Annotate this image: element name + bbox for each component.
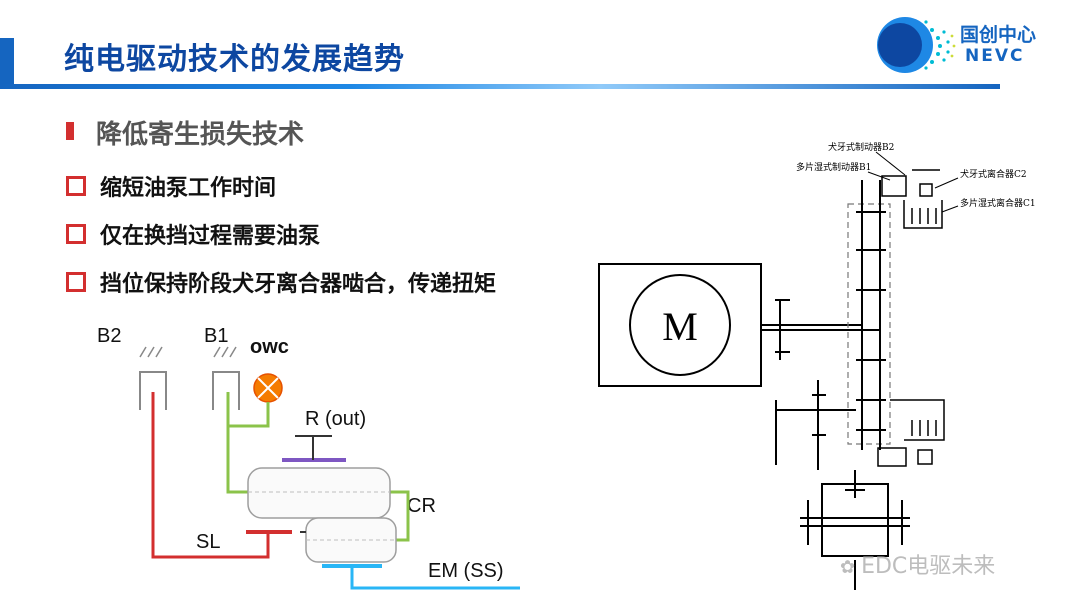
- logo-text-en: NEVC: [965, 46, 1025, 66]
- motor-icon: [629, 274, 731, 376]
- label-r-out: R (out): [305, 408, 366, 430]
- bullet-item: 挡位保持阶段犬牙离合器啮合，传递扭矩: [66, 266, 496, 298]
- ground-hatch-b1: [213, 346, 237, 358]
- label-owc: owc: [250, 336, 289, 358]
- title-underline: [0, 84, 1000, 89]
- section-marker: [66, 122, 74, 140]
- brake-b2: [139, 371, 167, 410]
- logo-text-cn: 国创中心: [960, 24, 1037, 46]
- bullet-box-icon: [66, 272, 86, 292]
- label-b1: B1: [204, 325, 228, 347]
- red-line: [151, 392, 270, 559]
- label-sl: SL: [196, 531, 220, 553]
- label-c2-clutch: 犬牙式离合器C2: [960, 168, 1027, 180]
- motor-label: M: [662, 304, 698, 349]
- slide-title: 纯电驱动技术的发展趋势: [64, 42, 405, 77]
- label-c1-clutch: 多片湿式离合器C1: [960, 197, 1036, 209]
- nevc-logo-icon: [877, 17, 956, 73]
- wechat-icon: ✿: [840, 557, 856, 578]
- brake-b1: [212, 371, 240, 410]
- bullet-item: 仅在换挡过程需要油泵: [66, 218, 320, 250]
- gear-frame: [847, 203, 891, 445]
- green-line: [226, 392, 270, 428]
- watermark: ✿EDC电驱未来: [840, 554, 996, 579]
- title-accent-bar: [0, 38, 14, 84]
- bullet-box-icon: [66, 224, 86, 244]
- ground-hatch-b2: [139, 346, 163, 358]
- bullet-box-icon: [66, 176, 86, 196]
- bullet-item: 缩短油泵工作时间: [66, 170, 276, 202]
- label-cr: CR: [407, 495, 436, 517]
- section-heading: 降低寄生损失技术: [96, 120, 305, 150]
- label-c2-dog: 犬牙式制动器B2: [828, 141, 894, 153]
- label-b2: B2: [97, 325, 121, 347]
- label-b1-multi: 多片湿式制动器B1: [796, 161, 871, 173]
- label-em: EM (SS): [428, 560, 504, 582]
